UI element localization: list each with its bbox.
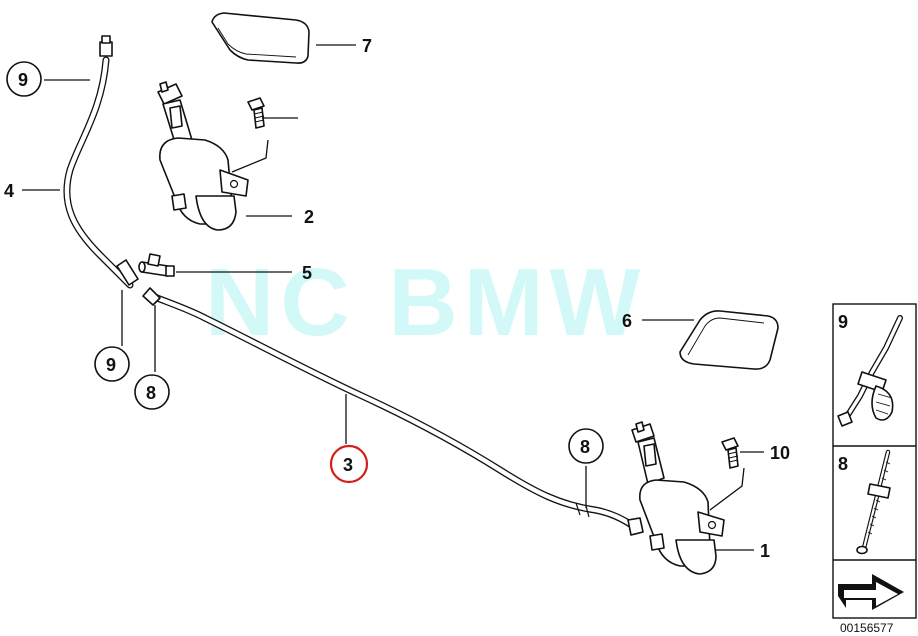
inset-label-9: 9 bbox=[838, 312, 848, 332]
svg-text:6: 6 bbox=[622, 311, 632, 331]
callout-8-right: 8 bbox=[568, 428, 604, 464]
svg-text:2: 2 bbox=[304, 207, 314, 227]
svg-text:7: 7 bbox=[362, 36, 372, 56]
callout-2: 2 bbox=[304, 207, 314, 227]
callout-4: 4 bbox=[4, 181, 14, 201]
callout-1: 1 bbox=[760, 541, 770, 561]
inset-panel: 9 8 bbox=[832, 303, 917, 619]
svg-text:8: 8 bbox=[580, 437, 590, 457]
watermark: NC BMW bbox=[205, 249, 646, 356]
inset-9-clamp: 9 bbox=[837, 312, 903, 427]
callout-8-left: 8 bbox=[134, 374, 170, 410]
screw-upper bbox=[247, 97, 265, 129]
part-4-hose bbox=[63, 35, 139, 289]
svg-text:3: 3 bbox=[343, 455, 353, 475]
arrow-symbol-icon bbox=[838, 574, 904, 610]
inset-label-8: 8 bbox=[838, 454, 848, 474]
callout-9-bottom: 9 bbox=[94, 346, 130, 382]
callout-5: 5 bbox=[302, 263, 312, 283]
doc-id: 00156577 bbox=[840, 621, 894, 635]
callout-6: 6 bbox=[622, 311, 632, 331]
svg-text:1: 1 bbox=[760, 541, 770, 561]
part-10-screw bbox=[721, 437, 739, 469]
svg-text:4: 4 bbox=[4, 181, 14, 201]
svg-text:10: 10 bbox=[770, 443, 790, 463]
callout-3-highlighted: 3 bbox=[329, 444, 369, 484]
callout-10: 10 bbox=[770, 443, 790, 463]
part-2-washer-jet bbox=[157, 81, 249, 231]
svg-text:9: 9 bbox=[18, 70, 28, 90]
callout-7: 7 bbox=[362, 36, 372, 56]
svg-text:9: 9 bbox=[106, 355, 116, 375]
callout-9-top: 9 bbox=[6, 61, 42, 97]
leader-lines bbox=[22, 44, 764, 551]
part-6-cover-cap bbox=[679, 310, 779, 370]
svg-text:8: 8 bbox=[146, 383, 156, 403]
part-7-cover-cap bbox=[211, 12, 310, 64]
svg-text:5: 5 bbox=[302, 263, 312, 283]
part-5-t-connector bbox=[138, 253, 175, 277]
inset-8-cable-tie: 8 bbox=[838, 449, 891, 555]
part-1-washer-jet bbox=[631, 421, 725, 575]
